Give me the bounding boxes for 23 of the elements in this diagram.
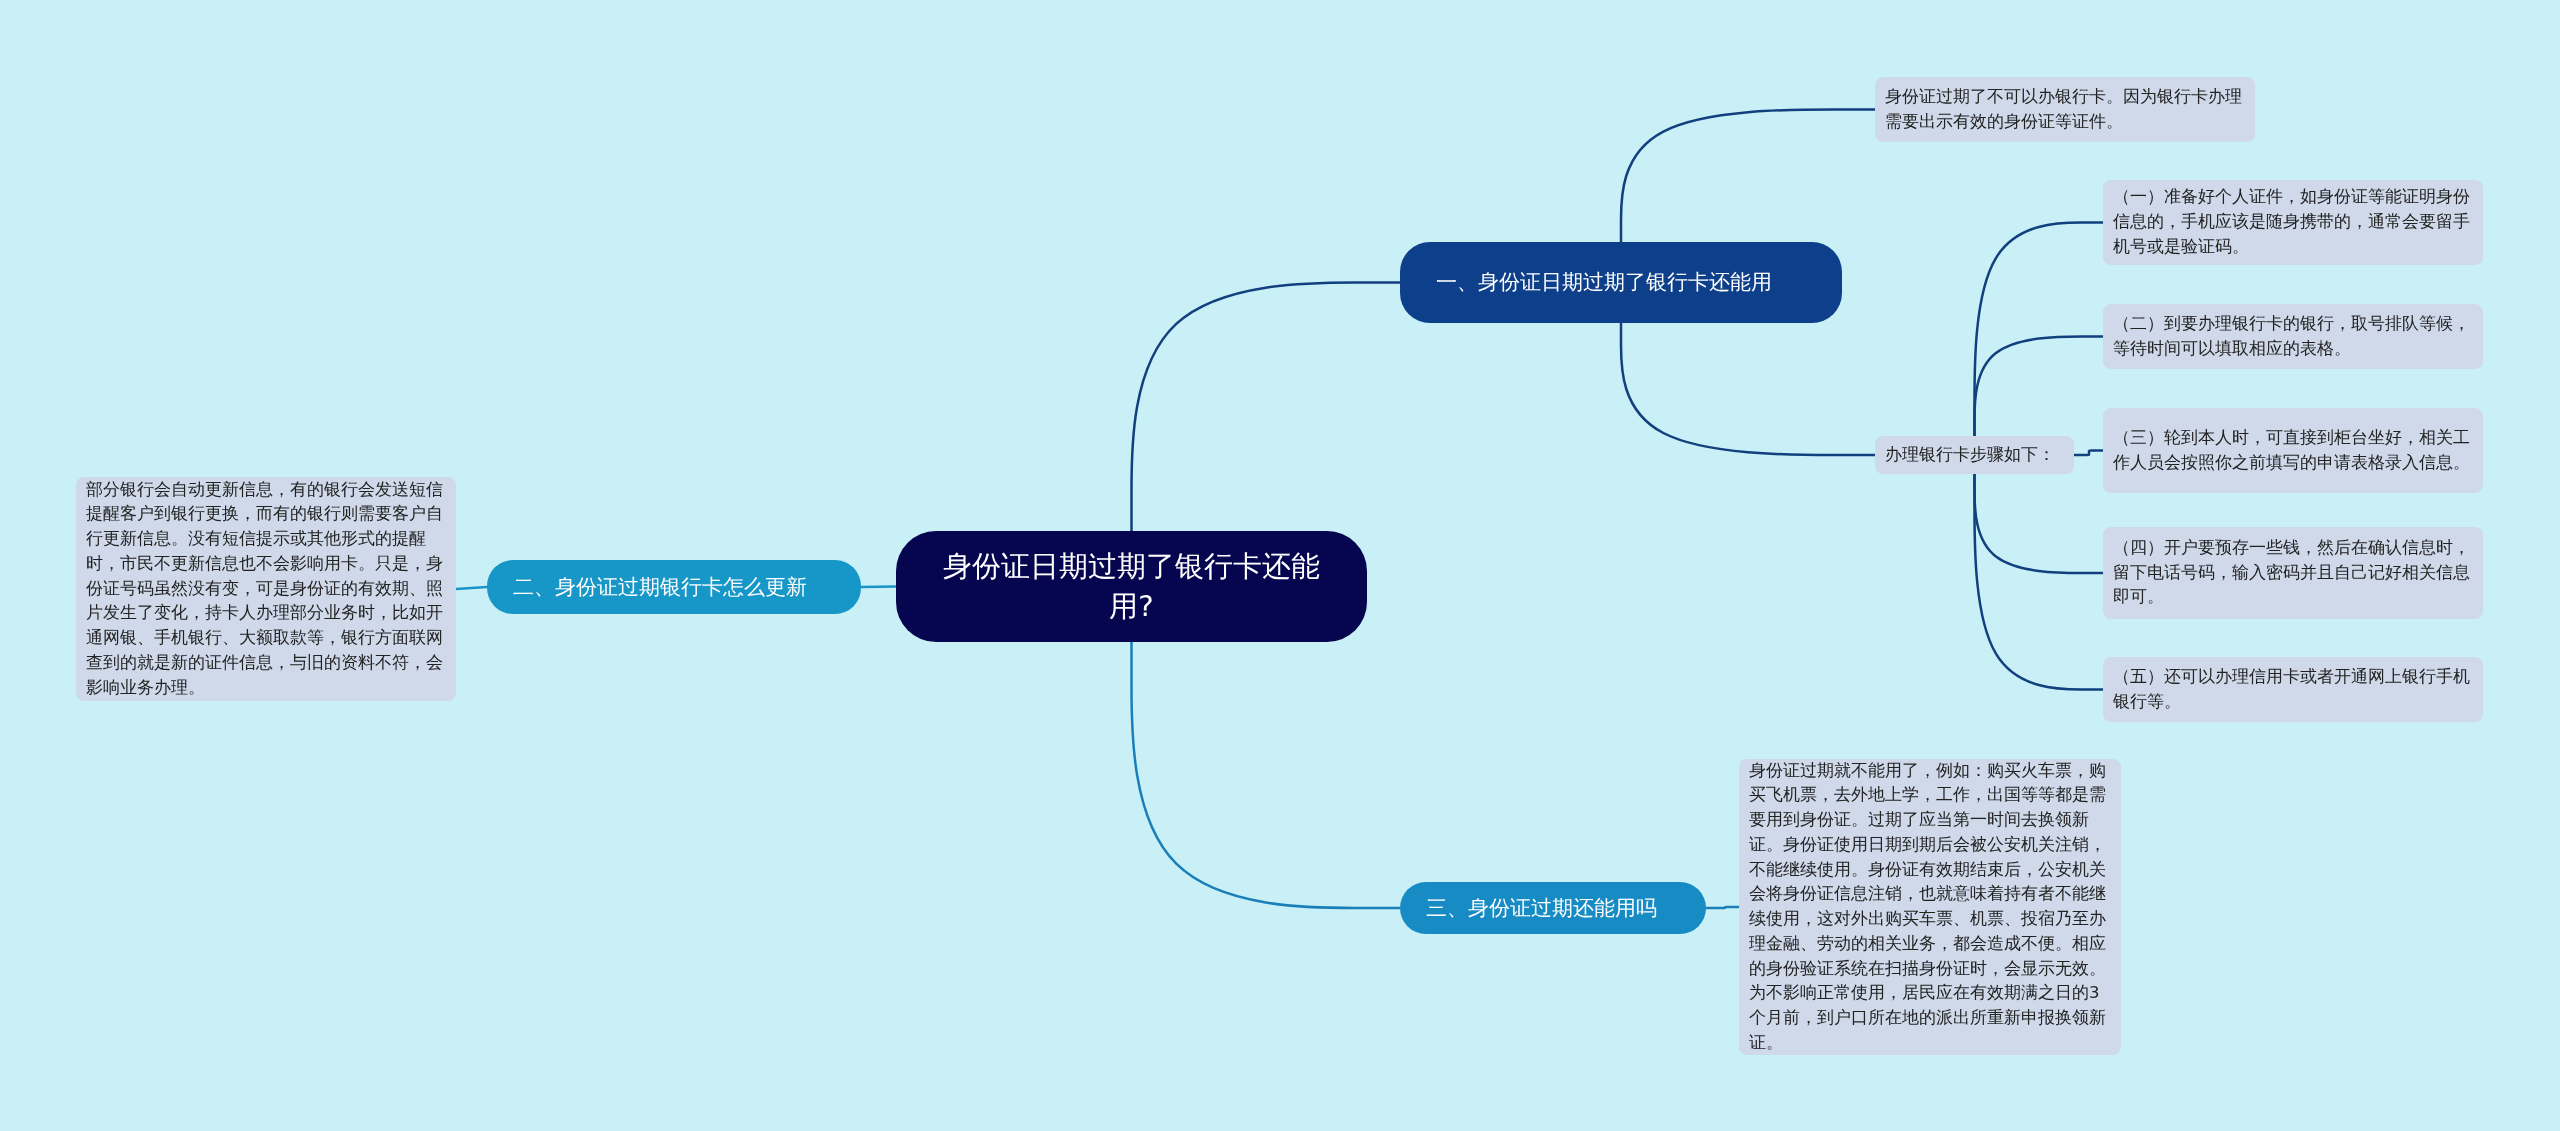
connector-line bbox=[1619, 108, 1875, 244]
note-box: 办理银行卡步骤如下： bbox=[1875, 436, 2074, 474]
connector-line bbox=[1706, 905, 1739, 910]
note-box: 身份证过期就不能用了，例如：购买火车票，购买飞机票，去外地上学，工作，出国等等都是需要用到身份证。过期了应当第一时间去换领新证。身份证使用日期到期后会被公安机关注销，不能继续使用。身份证有效期结束后，公安机关会将身份证信息注销，也就意味着持有者不能继续使用，这对外出购买车票、机票、投宿乃至办理金融、劳动的相关业务，都会造成不便。相应的身份验证系统在扫描身份证时，会显示无效。为不影响正常使用，居民应在有效期满之日的3个月前，到户口所在地的派出所重新申报换领新证。 bbox=[1739, 759, 2121, 1055]
note-box: （五）还可以办理信用卡或者开通网上银行手机银行等。 bbox=[2103, 657, 2483, 722]
connector-line bbox=[1130, 281, 1400, 533]
topic-box: 一、身份证日期过期了银行卡还能用 bbox=[1400, 242, 1842, 323]
note-box: （四）开户要预存一些钱，然后在确认信息时，留下电话号码，输入密码并且自己记好相关信息即可。 bbox=[2103, 527, 2483, 619]
note-box: （二）到要办理银行卡的银行，取号排队等候，等待时间可以填取相应的表格。 bbox=[2103, 304, 2483, 369]
connector-line bbox=[861, 585, 896, 589]
note-box: （三）轮到本人时，可直接到柜台坐好，相关工作人员会按照你之前填写的申请表格录入信息。 bbox=[2103, 408, 2483, 493]
topic-box: 二、身份证过期银行卡怎么更新 bbox=[487, 560, 861, 614]
connector-line bbox=[1130, 640, 1400, 910]
connector-line bbox=[1973, 472, 2103, 691]
note-box: 部分银行会自动更新信息，有的银行会发送短信提醒客户到银行更换，而有的银行则需要客户自行更新信息。没有短信提示或其他形式的提醒时，市民不更新信息也不会影响用卡。只是，身份证号码虽然没有变，可是身份证的有效期、照片发生了变化，持卡人办理部分业务时，比如开通网银、手机银行、大额取款等，银行方面联网查到的就是新的证件信息，与旧的资料不符，会影响业务办理。 bbox=[76, 477, 456, 701]
connector-line bbox=[1619, 321, 1875, 457]
connector-line bbox=[2074, 449, 2103, 457]
topic-box: 三、身份证过期还能用吗 bbox=[1400, 882, 1706, 934]
connector-line bbox=[455, 585, 488, 591]
note-box: 身份证过期了不可以办银行卡。因为银行卡办理需要出示有效的身份证等证件。 bbox=[1875, 77, 2255, 142]
note-box: （一）准备好个人证件，如身份证等能证明身份信息的，手机应该是随身携带的，通常会要留手机号或是验证码。 bbox=[2103, 180, 2483, 265]
connector-line bbox=[1973, 335, 2103, 438]
central-topic: 身份证日期过期了银行卡还能用? bbox=[896, 531, 1367, 642]
